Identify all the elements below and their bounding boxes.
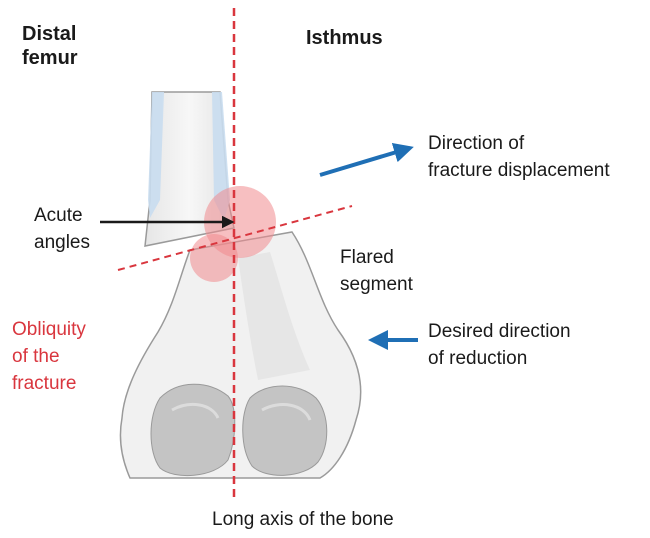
distal-femur-label: Distal femur bbox=[22, 22, 78, 70]
desired-direction-label: Desired direction of reduction bbox=[428, 318, 571, 372]
flared-segment-label: Flared segment bbox=[340, 244, 413, 298]
acute-angles-label: Acute angles bbox=[34, 202, 90, 256]
medial-condyle bbox=[151, 384, 235, 475]
displacement-arrow bbox=[320, 148, 410, 175]
acute-angle-highlight-lower bbox=[190, 234, 238, 282]
distal-fragment bbox=[120, 232, 360, 478]
isthmus-label: Isthmus bbox=[306, 26, 383, 50]
lateral-condyle bbox=[243, 386, 327, 475]
long-axis-label: Long axis of the bone bbox=[212, 508, 394, 532]
obliquity-label: Obliquity of the fracture bbox=[12, 316, 86, 397]
direction-displacement-label: Direction of fracture displacement bbox=[428, 130, 610, 184]
